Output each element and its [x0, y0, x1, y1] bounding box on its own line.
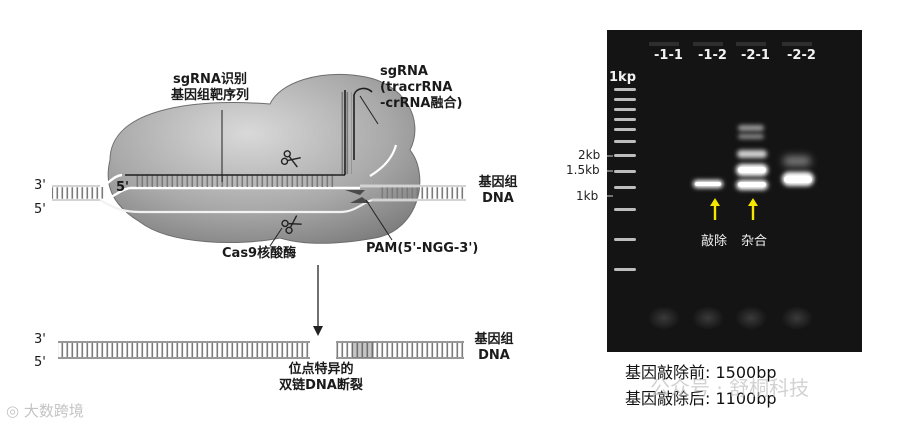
strand-3-prime-label: 3'	[34, 332, 46, 348]
sgrna-spacer-rungs	[135, 175, 335, 187]
sgrna-label: sgRNA (tracrRNA -crRNA融合)	[380, 64, 462, 112]
arrow-heterozygous	[748, 198, 758, 220]
genomic-dna-label: 基因组 DNA	[470, 175, 526, 207]
lane-label: -1-1	[654, 48, 683, 63]
lane-label: -2-2	[787, 48, 816, 63]
ladder-bands	[614, 88, 636, 271]
gel-image: 1kp -1-1 -1-2 -2-1 -2-2 敲除 杂合	[607, 30, 862, 352]
watermark-left: ◎ 大数跨境	[6, 400, 84, 421]
band-lane-2-2	[782, 156, 814, 186]
arrow-label-knockout: 敲除	[701, 230, 727, 249]
watermark-logo-icon: ◎	[6, 402, 19, 420]
size-marker-1kb: 1kb	[576, 189, 598, 203]
sgrna-target-label: sgRNA识别 基因组靶序列	[150, 72, 270, 104]
cleavage-label: 位点特异的 双链DNA断裂	[266, 362, 376, 394]
dna-right-rungs	[380, 187, 466, 199]
strand-3-prime-label: 3'	[34, 178, 46, 194]
cas9-label: Cas9核酸酶	[222, 246, 296, 262]
arrow-label-heterozygous: 杂合	[741, 230, 767, 249]
watermark-right: 公众号 · 舒桐科技	[650, 372, 809, 401]
inner-5-prime-label: 5'	[116, 180, 129, 196]
band-lane-2-1	[736, 125, 768, 190]
genomic-dna-label: 基因组 DNA	[466, 332, 522, 364]
band-lane-1-2	[693, 180, 723, 188]
strand-5-prime-label: 5'	[34, 355, 46, 371]
lane-label: -1-2	[698, 48, 727, 63]
size-marker-2kb: 2kb	[578, 148, 600, 162]
pam-label: PAM(5'-NGG-3')	[366, 241, 478, 257]
size-marker-1-5kb: 1.5kb	[566, 163, 600, 177]
lane-label: -2-1	[741, 48, 770, 63]
sgrna-scaffold	[340, 92, 352, 174]
arrow-knockout	[710, 198, 720, 220]
dna-left-rungs	[52, 187, 104, 199]
dna-broken-left	[58, 343, 310, 357]
strand-5-prime-label: 5'	[34, 202, 46, 218]
ladder-label: 1kp	[609, 70, 636, 85]
